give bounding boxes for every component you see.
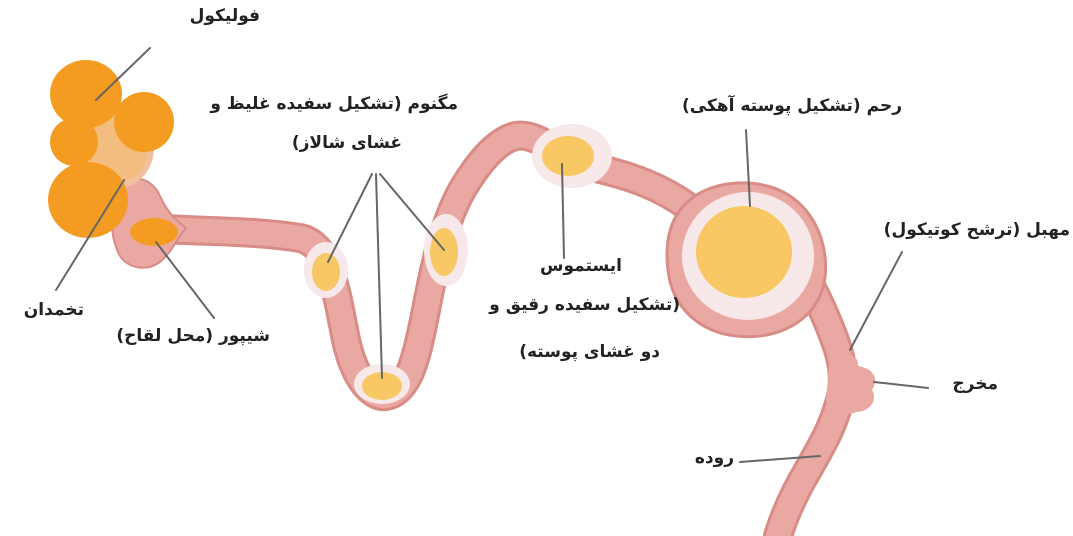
follicle-label: فولیکول [150,8,260,25]
leader-cloaca [874,382,928,388]
cloaca-shape [826,354,875,415]
follicle-right [114,92,174,152]
magnum-label-line2: غشای شالاز) [282,135,402,152]
leader-magnum-3 [380,174,444,250]
vagina-label: مهبل (ترشح کوتیکول) [854,222,1070,239]
magnum-egg-upper-yolk [312,253,340,291]
leader-magnum-2 [376,174,382,378]
uterus-egg-yolk [696,206,792,298]
isthmus-label-line3: دو غشای پوسته) [492,344,660,361]
infundibulum-label: شیپور (محل لقاح) [104,328,270,345]
leader-infundibulum [156,242,214,318]
follicle-large-top [50,60,122,128]
infundibulum-yolk [130,218,178,246]
cloaca-label: مخرج [938,376,998,393]
uterus-label: رحم (تشکیل پوسته آهکی) [652,98,902,115]
magnum-egg-right-yolk [430,228,458,276]
isthmus-label-line1: ایستموس [522,258,622,275]
magnum-label-line1: مگنوم (تشکیل سفیده غلیظ و [212,96,458,113]
isthmus-egg-yolk [542,136,594,176]
leader-vagina [850,252,902,350]
leader-magnum-1 [328,174,372,262]
ovary-label: تخمدان [4,302,84,319]
isthmus-label-line2: (تشکیل سفیده رقیق و [458,297,680,314]
follicle-bottom [48,162,128,238]
intestine-label: روده [664,450,734,467]
follicle-middle-left [50,118,98,166]
